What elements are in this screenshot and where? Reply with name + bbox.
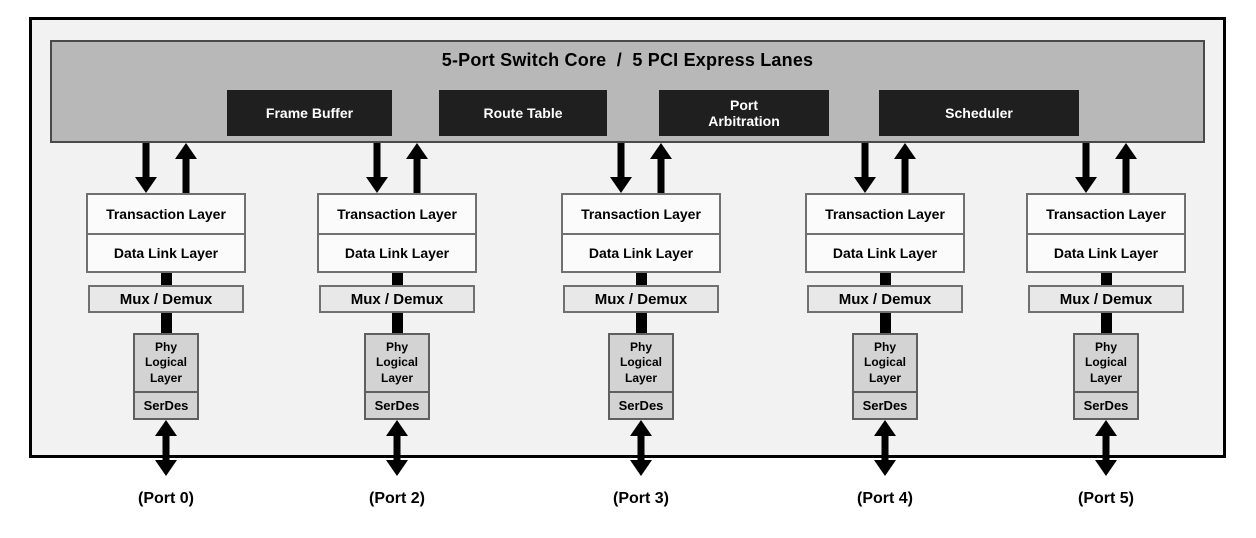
pcie-layer-stack: Transaction Layer Data Link Layer xyxy=(317,193,477,273)
core-link-arrows xyxy=(1075,143,1137,193)
up-arrow-icon xyxy=(894,143,916,193)
mux-demux-box: Mux / Demux xyxy=(563,285,719,313)
core-link-arrows xyxy=(366,143,428,193)
bidirectional-arrow-icon xyxy=(386,420,408,476)
phy-logical-layer-box: Phy Logical Layer xyxy=(619,339,662,385)
port-label: (Port 5) xyxy=(1078,490,1134,507)
bus-connector xyxy=(160,313,172,333)
serdes-box: SerDes xyxy=(610,391,672,418)
serdes-box: SerDes xyxy=(366,391,428,418)
port-column-4: Transaction Layer Data Link Layer Mux / … xyxy=(1026,143,1186,508)
port-label: (Port 2) xyxy=(369,490,425,507)
port-column-3: Transaction Layer Data Link Layer Mux / … xyxy=(805,143,965,508)
up-arrow-icon xyxy=(406,143,428,193)
data-link-layer-box: Data Link Layer xyxy=(88,233,244,271)
serdes-box: SerDes xyxy=(1075,391,1137,418)
transaction-layer-box: Transaction Layer xyxy=(106,206,226,222)
mux-demux-box: Mux / Demux xyxy=(1028,285,1184,313)
bidirectional-arrow-icon xyxy=(1095,420,1117,476)
switch-core-bar: 5-Port Switch Core / 5 PCI Express Lanes… xyxy=(50,40,1205,143)
down-arrow-icon xyxy=(1075,143,1097,193)
port-column-2: Transaction Layer Data Link Layer Mux / … xyxy=(561,143,721,508)
port-column-1: Transaction Layer Data Link Layer Mux / … xyxy=(317,143,477,508)
route-table-block: Route Table xyxy=(439,90,607,136)
frame-buffer-block: Frame Buffer xyxy=(227,90,392,136)
mux-demux-box: Mux / Demux xyxy=(319,285,475,313)
transaction-layer-box: Transaction Layer xyxy=(337,206,457,222)
up-arrow-icon xyxy=(650,143,672,193)
bus-connector xyxy=(879,313,891,333)
port-arbitration-block: Port Arbitration xyxy=(659,90,829,136)
phy-block: Phy Logical Layer SerDes xyxy=(1073,333,1139,420)
mux-demux-box: Mux / Demux xyxy=(807,285,963,313)
bidirectional-arrow-icon xyxy=(630,420,652,476)
core-link-arrows xyxy=(135,143,197,193)
bidirectional-arrow-icon xyxy=(155,420,177,476)
bus-connector xyxy=(160,273,172,285)
phy-logical-layer-box: Phy Logical Layer xyxy=(375,339,418,385)
transaction-layer-box: Transaction Layer xyxy=(581,206,701,222)
port-label: (Port 0) xyxy=(138,490,194,507)
phy-block: Phy Logical Layer SerDes xyxy=(364,333,430,420)
bus-connector xyxy=(879,273,891,285)
port-label: (Port 3) xyxy=(613,490,669,507)
data-link-layer-box: Data Link Layer xyxy=(807,233,963,271)
transaction-layer-box: Transaction Layer xyxy=(1046,206,1166,222)
phy-logical-layer-box: Phy Logical Layer xyxy=(1084,339,1127,385)
serdes-box: SerDes xyxy=(135,391,197,418)
scheduler-label: Scheduler xyxy=(945,104,1013,121)
scheduler-block: Scheduler xyxy=(879,90,1079,136)
port-column-0: Transaction Layer Data Link Layer Mux / … xyxy=(86,143,246,508)
down-arrow-icon xyxy=(366,143,388,193)
bus-connector xyxy=(1100,273,1112,285)
pcie-layer-stack: Transaction Layer Data Link Layer xyxy=(561,193,721,273)
pcie-layer-stack: Transaction Layer Data Link Layer xyxy=(86,193,246,273)
core-link-arrows xyxy=(610,143,672,193)
core-title: 5-Port Switch Core / 5 PCI Express Lanes xyxy=(441,50,814,70)
data-link-layer-box: Data Link Layer xyxy=(1028,233,1184,271)
data-link-layer-box: Data Link Layer xyxy=(563,233,719,271)
phy-logical-layer-box: Phy Logical Layer xyxy=(144,339,187,385)
phy-block: Phy Logical Layer SerDes xyxy=(133,333,199,420)
bus-connector xyxy=(635,313,647,333)
port-label: (Port 4) xyxy=(857,490,913,507)
serdes-box: SerDes xyxy=(854,391,916,418)
pcie-layer-stack: Transaction Layer Data Link Layer xyxy=(805,193,965,273)
down-arrow-icon xyxy=(135,143,157,193)
mux-demux-box: Mux / Demux xyxy=(88,285,244,313)
bus-connector xyxy=(1100,313,1112,333)
port-arbitration-label: Port Arbitration xyxy=(708,96,780,129)
bus-connector xyxy=(391,313,403,333)
transaction-layer-box: Transaction Layer xyxy=(825,206,945,222)
up-arrow-icon xyxy=(175,143,197,193)
down-arrow-icon xyxy=(610,143,632,193)
phy-block: Phy Logical Layer SerDes xyxy=(852,333,918,420)
frame-buffer-label: Frame Buffer xyxy=(265,104,354,121)
phy-block: Phy Logical Layer SerDes xyxy=(608,333,674,420)
route-table-label: Route Table xyxy=(483,104,563,121)
core-link-arrows xyxy=(854,143,916,193)
bus-connector xyxy=(635,273,647,285)
phy-logical-layer-box: Phy Logical Layer xyxy=(863,339,906,385)
pcie-layer-stack: Transaction Layer Data Link Layer xyxy=(1026,193,1186,273)
data-link-layer-box: Data Link Layer xyxy=(319,233,475,271)
down-arrow-icon xyxy=(854,143,876,193)
up-arrow-icon xyxy=(1115,143,1137,193)
bus-connector xyxy=(391,273,403,285)
bidirectional-arrow-icon xyxy=(874,420,896,476)
